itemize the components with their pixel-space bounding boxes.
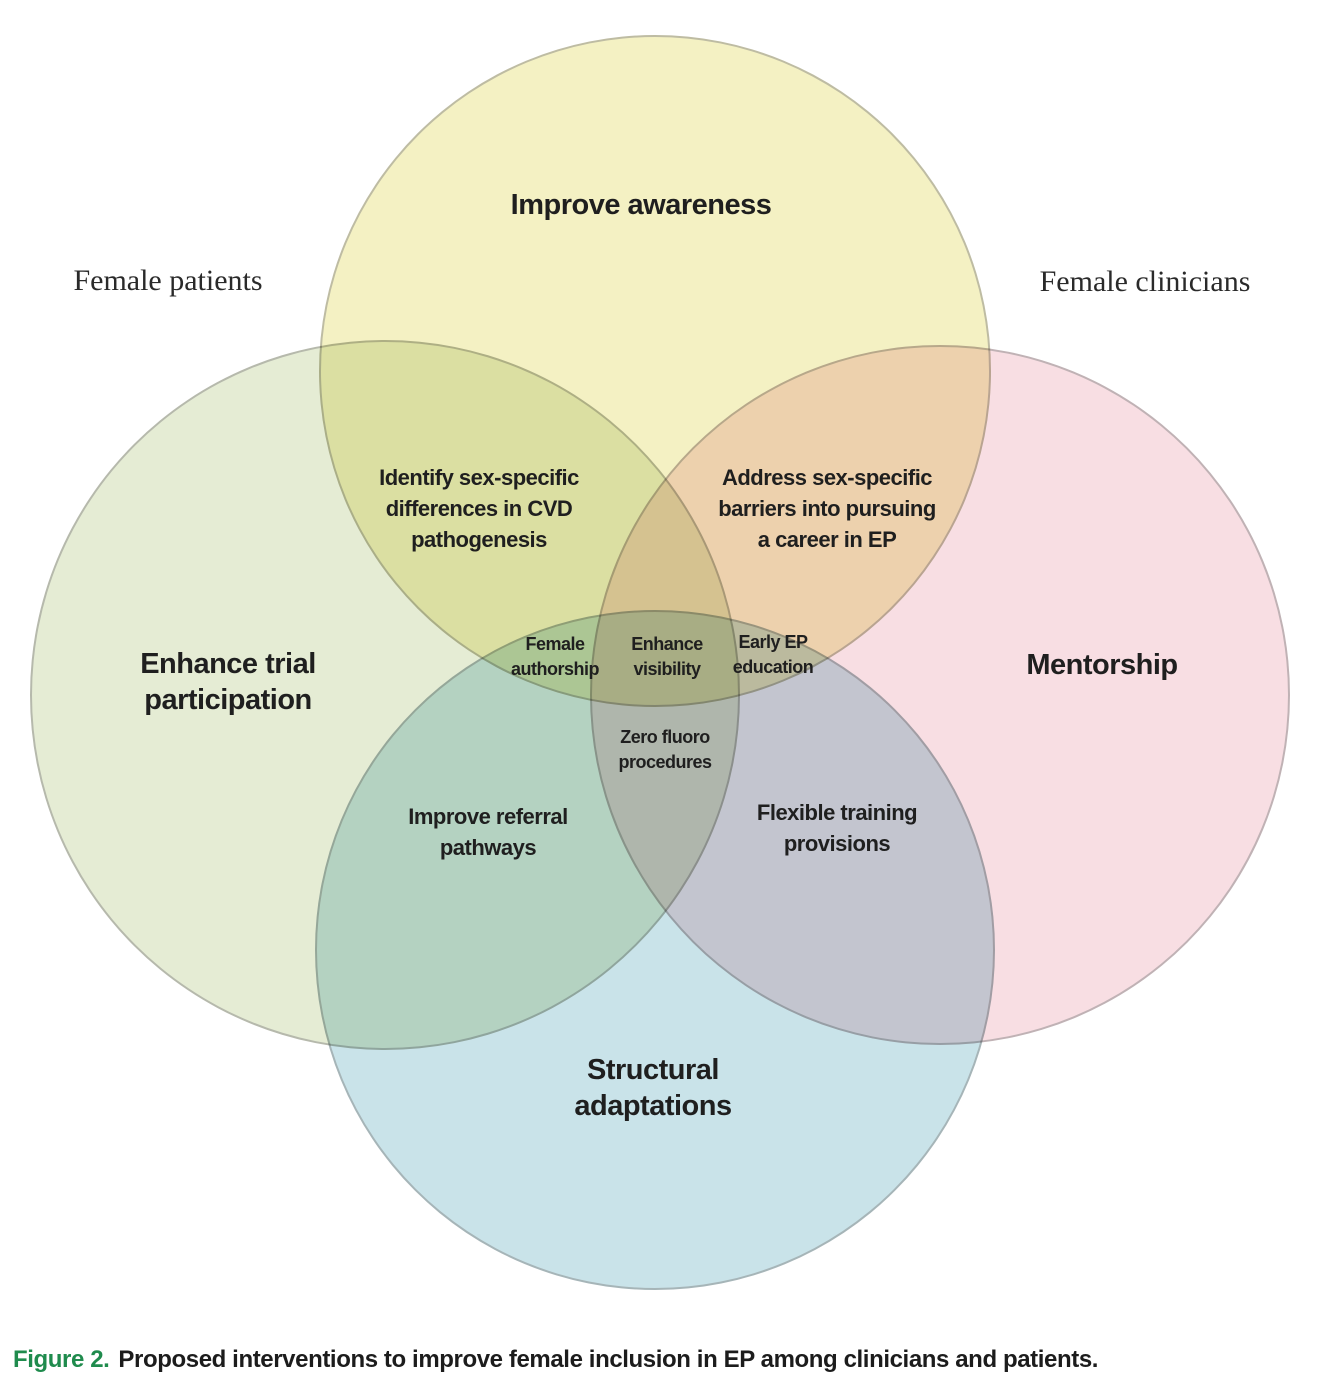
side-label-female-clinicians: Female clinicians <box>1039 265 1251 298</box>
figure-caption: Figure 2. Proposed interventions to impro… <box>13 1346 1313 1374</box>
label-female-authorship: Female authorship <box>511 633 600 679</box>
caption-text: Proposed interventions to improve female… <box>118 1346 1099 1373</box>
caption-figure-number: Figure 2. <box>13 1346 110 1373</box>
label-enhance-trial-participation: Enhance trial participation <box>140 647 316 716</box>
label-zero-fluoro-procedures: Zero fluoro procedures <box>618 726 712 772</box>
label-identify-sex-specific-differences: Identify sex-specific differences in CVD… <box>379 465 579 553</box>
circle-structural-adaptations <box>315 610 995 1290</box>
label-flexible-training-provisions: Flexible training provisions <box>756 799 918 856</box>
label-improve-referral-pathways: Improve referral pathways <box>408 803 568 860</box>
label-address-sex-specific-barriers: Address sex-specific barriers into pursu… <box>718 465 936 553</box>
label-enhance-visibility: Enhance visibility <box>631 633 703 679</box>
label-mentorship: Mentorship <box>1026 648 1178 681</box>
label-early-ep-education: Early EP education <box>732 631 814 677</box>
label-structural-adaptations: Structural adaptations <box>574 1053 732 1122</box>
side-label-female-patients: Female patients <box>73 264 263 297</box>
label-improve-awareness: Improve awareness <box>510 188 772 221</box>
